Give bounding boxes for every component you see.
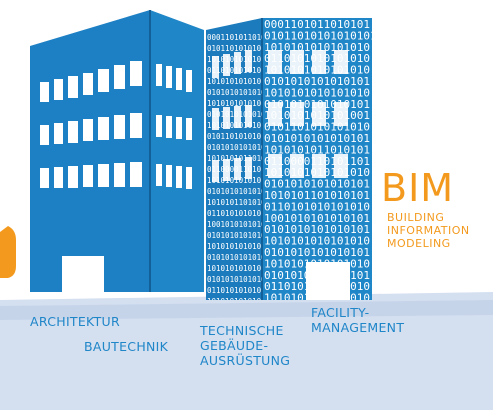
binary-row: 1010101010101010 [207,77,280,86]
binary-row: 1010101010101010 [207,99,280,108]
binary-row: 1010101101010101 [264,189,370,202]
binary-row: 0110101010101010 [264,200,370,213]
ground-plane [0,292,493,410]
binary-row: 0110101010101010 [207,286,280,295]
binary-row: 1010101010101010 [207,297,280,306]
binary-row: 0101010101010101 [264,75,370,88]
binary-row: 0101101010101010 [207,132,280,141]
binary-row: 0101010101010101 [264,132,370,145]
binary-row: 0001101011010101 [264,18,370,31]
label-technische-line-3: AUSRÜSTUNG [200,353,291,368]
bim-subtitle-line-2: INFORMATION [387,224,470,237]
left-building-side-windows [156,64,192,189]
binary-row: 0001101011010101 [207,33,279,42]
binary-row: 1010101010101010 [207,176,280,185]
right-building-door [306,262,350,300]
ground-shadow [0,300,493,320]
bim-title: BIM [381,166,455,210]
right-building-windows [212,50,348,182]
binary-row: 0101010101010101 [207,253,279,262]
left-building-door [62,256,104,292]
label-architektur: ARCHITEKTUR [30,314,120,329]
binary-row: 0101010101010101 [207,187,279,196]
binary-row: 1010101011010101 [264,143,370,156]
binary-row: 0101010101010101 [207,88,279,97]
binary-row: 0101010101010101 [264,223,370,236]
binary-row: 1010101010101010 [264,235,370,248]
binary-row: 1010101010101010 [207,242,280,251]
left-building-front [30,10,150,292]
binary-row: 0101010101010101 [207,231,279,240]
label-facility-line-2: MANAGEMENT [311,320,405,335]
label-technische-line-2: GEBÄUDE- [200,338,269,353]
binary-row: 1010101010101010 [264,86,370,99]
bim-subtitle: BUILDING INFORMATION MODELING [387,211,470,250]
binary-row: 01011010101010101 [207,44,284,53]
label-bautechnik: BAUTECHNIK [84,339,169,354]
binary-row: 0101010101010101 [207,143,279,152]
binary-row: 1010101101010101 [207,198,279,207]
binary-row: 0101010101010101 [207,275,279,284]
label-technische-line-1: TECHNISCHE [200,323,284,338]
binary-row: 1010101010101010 [207,264,280,273]
binary-row: 0110101010101010 [207,209,280,218]
bim-subtitle-line-3: MODELING [387,237,451,250]
label-technische: TECHNISCHE GEBÄUDE- AUSRÜSTUNG [200,323,290,368]
orange-shape [0,226,16,278]
label-facility: FACILITY- MANAGEMENT [311,305,404,335]
binary-row: 0101010101010101 [264,246,370,259]
label-facility-line-1: FACILITY- [311,305,370,320]
binary-row: 0101010101010101 [264,178,370,191]
binary-row: 01011010101010101 [264,29,377,42]
binary-row: 1001010101010101 [207,220,279,229]
left-building-windows [40,61,142,188]
binary-row: 1001010101010101 [264,212,370,225]
left-building-side [150,10,204,292]
bim-subtitle-line-1: BUILDING [387,211,445,224]
